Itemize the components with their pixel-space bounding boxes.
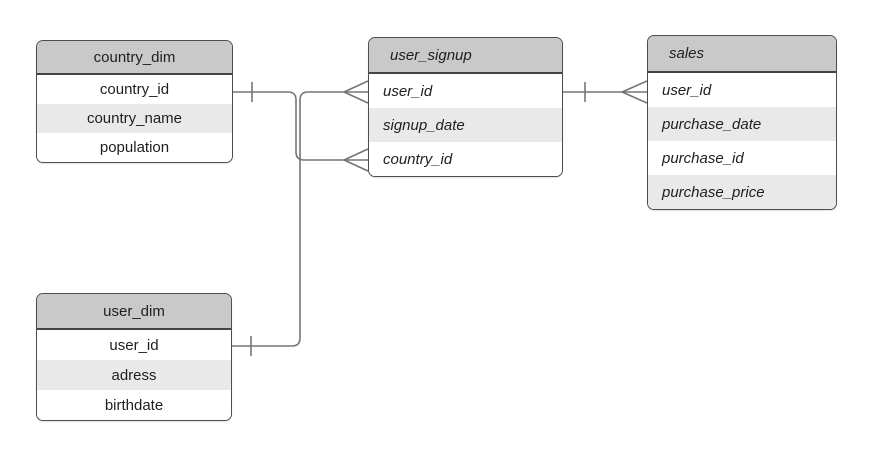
field-user-id: user_id — [648, 73, 836, 107]
field-user-id: user_id — [37, 330, 231, 360]
field-birthdate: birthdate — [37, 390, 231, 420]
crow-foot-icon — [343, 148, 369, 172]
field-purchase-date: purchase_date — [648, 107, 836, 141]
field-country-id: country_id — [37, 75, 232, 104]
field-country-id: country_id — [369, 142, 562, 176]
field-country-name: country_name — [37, 104, 232, 133]
crow-foot-icon — [343, 80, 369, 104]
entity-user-dim-title: user_dim — [37, 294, 231, 330]
relationship-line-user-dim-to-user-signup — [232, 91, 368, 347]
entity-user-dim: user_dim user_id adress birthdate — [36, 293, 232, 421]
entity-country-dim-title: country_dim — [37, 41, 232, 75]
entity-sales: sales user_id purchase_date purchase_id … — [647, 35, 837, 210]
entity-user-signup: user_signup user_id signup_date country_… — [368, 37, 563, 177]
entity-user-signup-title: user_signup — [369, 38, 562, 74]
field-purchase-id: purchase_id — [648, 141, 836, 175]
entity-sales-title: sales — [648, 36, 836, 73]
field-adress: adress — [37, 360, 231, 390]
field-purchase-price: purchase_price — [648, 175, 836, 209]
entity-country-dim: country_dim country_id country_name popu… — [36, 40, 233, 163]
field-signup-date: signup_date — [369, 108, 562, 142]
field-population: population — [37, 133, 232, 162]
crow-foot-icon — [621, 80, 648, 104]
field-user-id: user_id — [369, 74, 562, 108]
